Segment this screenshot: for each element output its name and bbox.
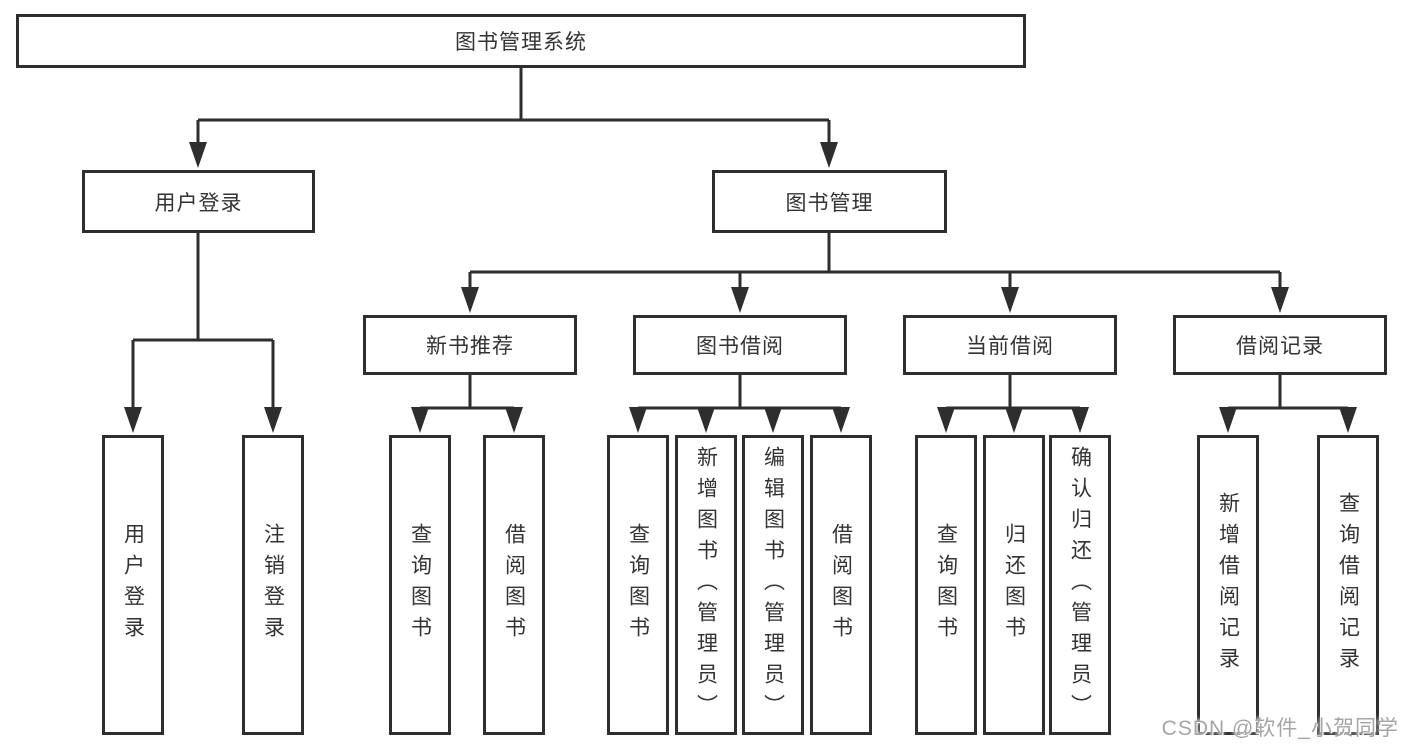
node-book-management: 图书管理 [712,170,947,233]
node-label: 用户登录 [154,191,243,215]
node-leaf-user-login: 用户登录 [102,435,164,735]
node-label: 借阅图书 [829,523,853,647]
node-leaf-logout: 注销登录 [242,435,304,735]
node-label: 查询图书 [626,523,650,647]
node-label: 确认归还（管理员） [1068,445,1092,725]
node-leaf-records-add-record: 新增借阅记录 [1197,435,1259,735]
node-label: 图书管理 [785,191,874,215]
node-label: 注销登录 [261,523,285,647]
node-label: 编辑图书（管理员） [761,445,785,725]
node-leaf-borrowing-query-books: 查询图书 [607,435,669,735]
node-leaf-current-return-books: 归还图书 [983,435,1045,735]
node-label: 新书推荐 [426,335,514,358]
node-label: 查询图书 [408,523,432,647]
node-label: 图书管理系统 [455,31,587,54]
node-label: 查询借阅记录 [1336,492,1360,678]
node-label: 当前借阅 [966,335,1054,358]
node-new-book-recommend: 新书推荐 [363,315,577,375]
node-book-borrowing: 图书借阅 [633,315,847,375]
node-current-borrowing: 当前借阅 [903,315,1117,375]
node-leaf-recommend-borrow-books: 借阅图书 [483,435,545,735]
node-label: 归还图书 [1002,523,1026,647]
node-label: 新增图书（管理员） [694,445,718,725]
node-label: 用户登录 [121,523,145,647]
node-label: 查询图书 [934,523,958,647]
node-leaf-borrowing-borrow-books: 借阅图书 [810,435,872,735]
node-label: 借阅记录 [1236,335,1324,358]
node-leaf-recommend-query-books: 查询图书 [389,435,451,735]
node-borrowing-records: 借阅记录 [1173,315,1387,375]
node-leaf-records-query-record: 查询借阅记录 [1317,435,1379,735]
node-label: 借阅图书 [502,523,526,647]
node-leaf-current-confirm-return: 确认归还（管理员） [1049,435,1111,735]
node-library-system: 图书管理系统 [16,14,1026,68]
node-user-login-branch: 用户登录 [82,170,315,233]
csdn-watermark: CSDN @软件_小贺同学 [1161,717,1399,740]
node-leaf-borrowing-edit-books: 编辑图书（管理员） [742,435,804,735]
node-leaf-borrowing-add-books: 新增图书（管理员） [675,435,737,735]
node-label: 新增借阅记录 [1216,492,1240,678]
node-label: 图书借阅 [696,335,784,358]
node-leaf-current-query-books: 查询图书 [915,435,977,735]
